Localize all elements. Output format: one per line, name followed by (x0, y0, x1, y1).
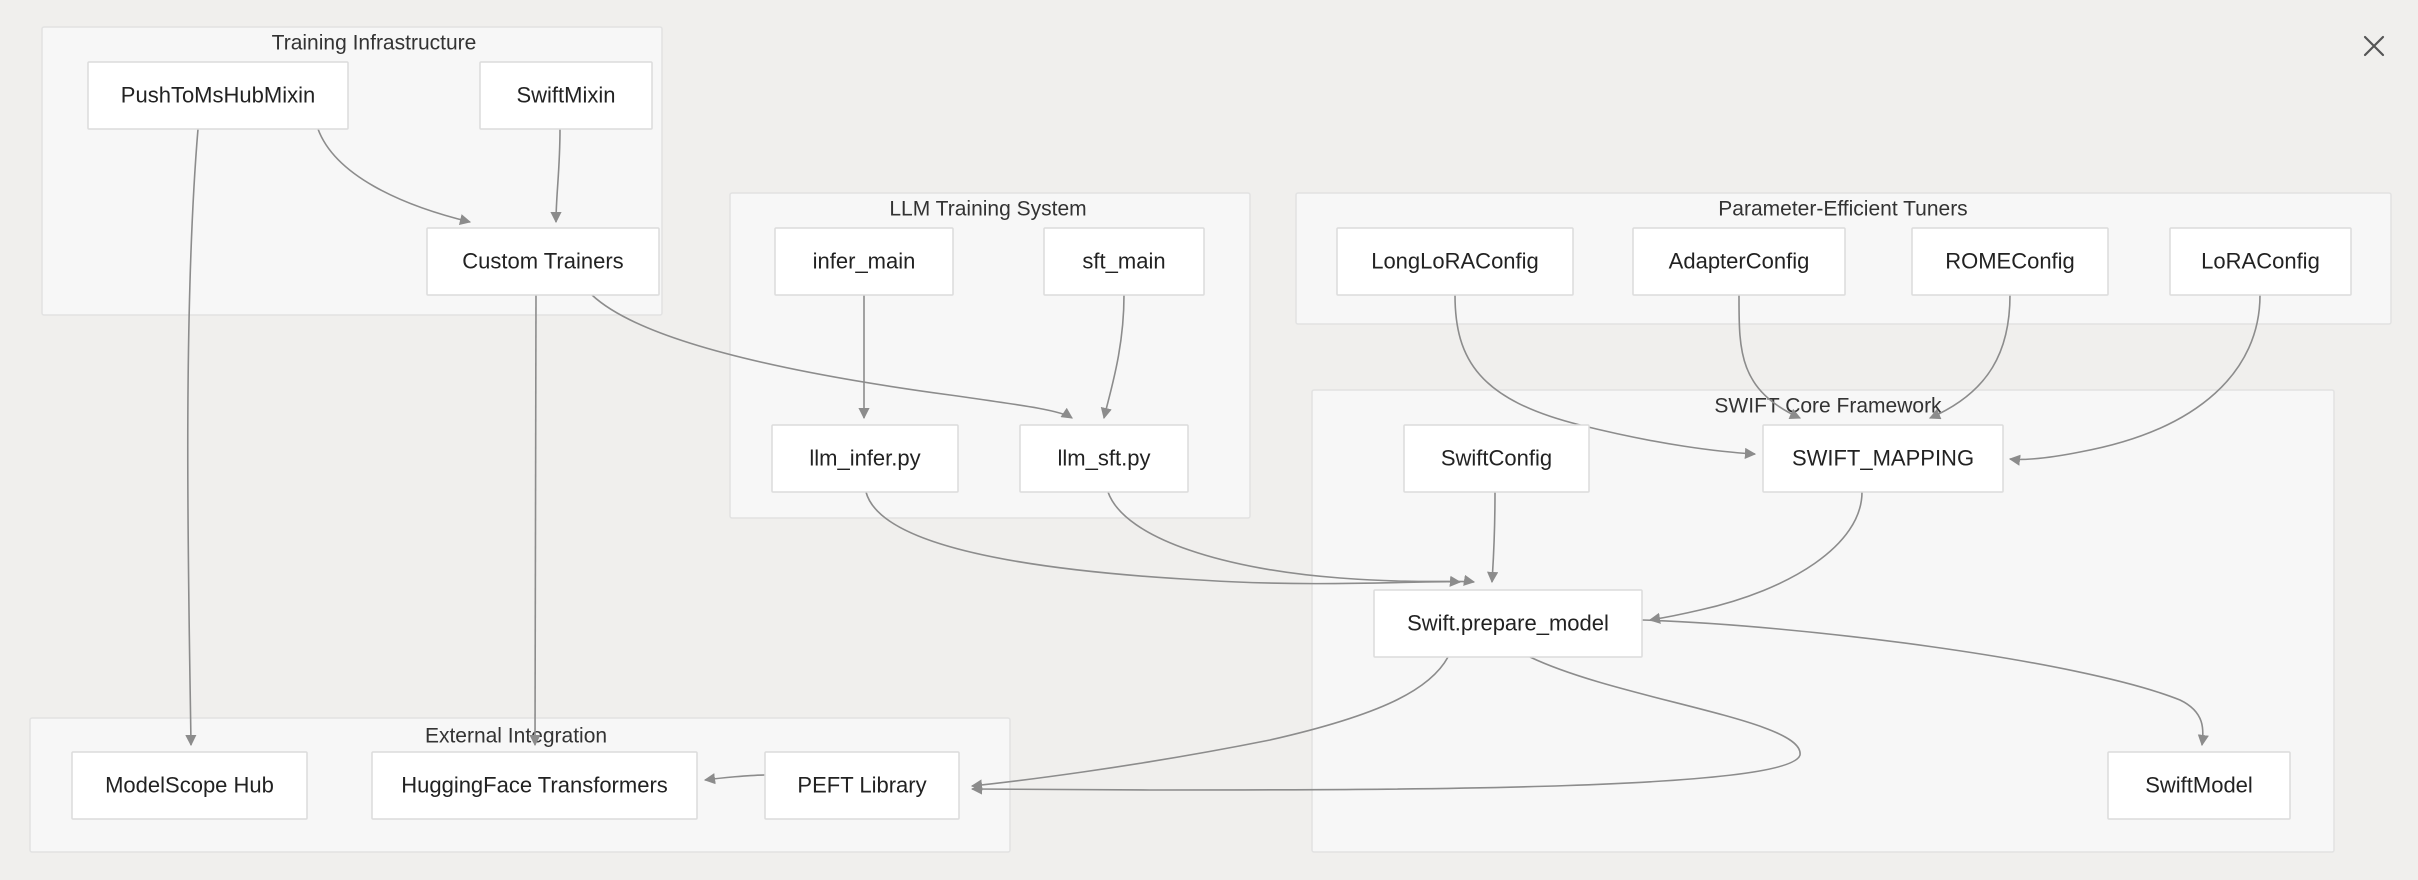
node-swift-config[interactable]: SwiftConfig (1403, 424, 1590, 493)
node-label: LongLoRAConfig (1371, 248, 1539, 273)
node-label: llm_sft.py (1058, 445, 1151, 470)
node-label: HuggingFace Transformers (401, 772, 668, 797)
edge-swiftmapping-swiftpreparemodel (1648, 491, 1863, 624)
node-box[interactable] (479, 61, 653, 130)
cluster-label-backdrop (1716, 393, 1940, 419)
node-custom-trainers[interactable]: Custom Trainers (426, 227, 660, 296)
node-label: SwiftConfig (1441, 445, 1552, 470)
node-box[interactable] (87, 61, 349, 130)
node-long-lora-config[interactable]: LongLoRAConfig (1336, 227, 1574, 296)
node-label: Custom Trainers (462, 248, 623, 273)
cluster-label: Parameter-Efficient Tuners (1718, 198, 1967, 221)
node-adapter-config[interactable]: AdapterConfig (1632, 227, 1846, 296)
node-push-to-ms-hub-mixin[interactable]: PushToMsHubMixin (87, 61, 349, 130)
node-label: ROMEConfig (1945, 248, 2075, 273)
edge-sftmain-llmsftpy (1100, 294, 1125, 420)
edge-pushtomshubmixin-customtrainers (317, 128, 472, 226)
node-label: AdapterConfig (1669, 248, 1810, 273)
node-label: PEFT Library (797, 772, 926, 797)
edge-swiftconfig-swiftpreparemodel (1487, 491, 1499, 584)
node-swift-mixin[interactable]: SwiftMixin (479, 61, 653, 130)
edge-customtrainers-llmsftpy (591, 294, 1073, 419)
node-label: llm_infer.py (809, 445, 920, 470)
node-box[interactable] (426, 227, 660, 296)
cluster-label-backdrop (881, 196, 1095, 222)
cluster-label: SWIFT Core Framework (1714, 395, 1942, 418)
edge-peftlibrary-huggingface (703, 773, 766, 785)
cluster-label-backdrop (245, 30, 503, 56)
node-box[interactable] (1762, 424, 2004, 493)
node-box[interactable] (764, 751, 960, 820)
node-infer-main[interactable]: infer_main (774, 227, 954, 296)
node-label: sft_main (1082, 248, 1165, 273)
node-box[interactable] (1019, 424, 1189, 493)
node-hugging-face-transformers[interactable]: HuggingFace Transformers (371, 751, 698, 820)
node-label: Swift.prepare_model (1407, 610, 1609, 635)
node-box[interactable] (1632, 227, 1846, 296)
node-box[interactable] (371, 751, 698, 820)
node-swift-model[interactable]: SwiftModel (2107, 751, 2291, 820)
node-swift-mapping[interactable]: SWIFT_MAPPING (1762, 424, 2004, 493)
node-label: LoRAConfig (2201, 248, 2320, 273)
node-label: infer_main (813, 248, 916, 273)
node-box[interactable] (1043, 227, 1205, 296)
edge-customtrainers-huggingface (529, 294, 541, 747)
edge-swiftpreparemodel-peftlibrary (970, 656, 1449, 791)
node-box[interactable] (774, 227, 954, 296)
cluster-label: Training Infrastructure (272, 32, 477, 55)
edge-llmsftpy-swiftpreparemodel (1107, 491, 1476, 586)
node-swift-prepare-model[interactable]: Swift.prepare_model (1373, 589, 1643, 658)
node-lora-config[interactable]: LoRAConfig (2169, 227, 2352, 296)
edge-adapterconfig-swiftmapping (1738, 294, 1802, 419)
node-box[interactable] (2107, 751, 2291, 820)
close-button[interactable] (2354, 26, 2394, 66)
node-label: SwiftModel (2145, 772, 2253, 797)
node-box[interactable] (1911, 227, 2109, 296)
edge-romeconfig-swiftmapping (1928, 294, 2011, 420)
node-peft-library[interactable]: PEFT Library (764, 751, 960, 820)
edge-loraconfig-swiftmapping (2008, 294, 2261, 466)
cluster-label-backdrop (404, 723, 628, 749)
edge-swiftpreparemodel-peftlibrary-2 (970, 656, 1801, 795)
cluster-box (1311, 389, 2335, 853)
node-label: PushToMsHubMixin (121, 82, 315, 107)
cluster-label: LLM Training System (889, 198, 1086, 221)
node-box[interactable] (1336, 227, 1574, 296)
node-label: ModelScope Hub (105, 772, 274, 797)
close-icon (2363, 35, 2385, 57)
node-label: SWIFT_MAPPING (1792, 445, 1974, 470)
node-box[interactable] (2169, 227, 2352, 296)
cluster-swift-core-framework: SWIFT Core Framework (1311, 389, 2335, 853)
node-model-scope-hub[interactable]: ModelScope Hub (71, 751, 308, 820)
edge-group (185, 128, 2261, 795)
node-label: SwiftMixin (516, 82, 615, 107)
cluster-label: External Integration (425, 725, 607, 748)
node-box[interactable] (1373, 589, 1643, 658)
node-box[interactable] (1403, 424, 1590, 493)
node-llm-sft-py[interactable]: llm_sft.py (1019, 424, 1189, 493)
node-rome-config[interactable]: ROMEConfig (1911, 227, 2109, 296)
cluster-label-backdrop (1697, 196, 1989, 222)
edge-swiftpreparemodel-swiftmodel (1641, 619, 2209, 747)
node-llm-infer-py[interactable]: llm_infer.py (771, 424, 959, 493)
node-box[interactable] (71, 751, 308, 820)
edge-swiftmixin-customtrainers (550, 128, 562, 224)
edge-pushtomshubmixin-modelscopehub (185, 128, 199, 747)
node-sft-main[interactable]: sft_main (1043, 227, 1205, 296)
edge-llminferpy-swiftpreparemodel (865, 491, 1462, 587)
node-box[interactable] (771, 424, 959, 493)
